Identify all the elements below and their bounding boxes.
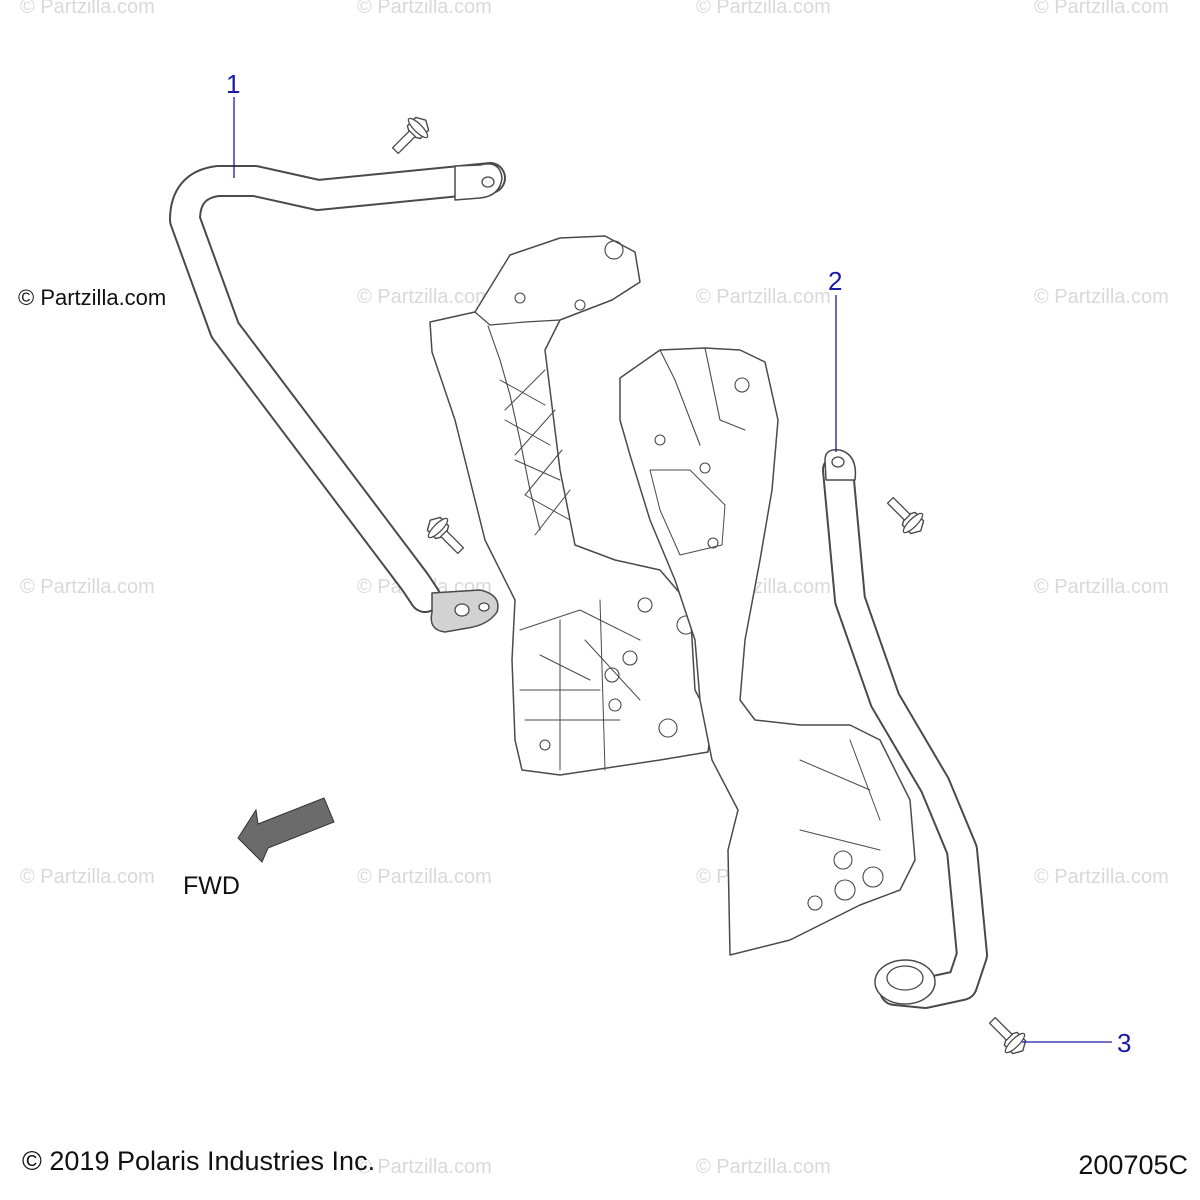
flange-bolt	[886, 496, 925, 535]
watermark: © Partzilla.com	[357, 1156, 492, 1178]
watermark: © Partzilla.com	[696, 0, 831, 18]
flange-bolt	[988, 1016, 1027, 1055]
leader-lines	[233, 97, 1112, 1043]
watermark: © Partzilla.com	[1034, 286, 1169, 308]
callout-3: 3	[1117, 1028, 1132, 1058]
callout-2: 2	[828, 266, 843, 296]
right-mounting-plate	[619, 347, 916, 956]
watermark: © Partzilla.com	[1034, 0, 1169, 18]
watermark: © Partzilla.com	[20, 0, 155, 18]
watermark: © Partzilla.com	[357, 286, 492, 308]
grab-bar-left	[169, 162, 506, 633]
flange-bolt	[391, 116, 430, 155]
watermark: © Partzilla.com	[357, 866, 492, 888]
callout-1: 1	[226, 69, 241, 99]
watermark: © Partzilla.com	[20, 866, 155, 888]
flange-bolt	[426, 516, 465, 555]
grab-bar-right	[822, 448, 988, 1009]
watermark: © Partzilla.com	[1034, 866, 1169, 888]
forward-arrow-icon	[237, 797, 335, 863]
watermark: © Partzilla.com	[696, 286, 831, 308]
direction-label: FWD	[183, 872, 240, 900]
watermark: © Partzilla.com	[20, 576, 155, 598]
diagram-id: 200705C	[1078, 1150, 1188, 1180]
watermark: © Partzilla.com	[1034, 576, 1169, 598]
watermark: © Partzilla.com	[696, 1156, 831, 1178]
brand-notice: © Partzilla.com	[18, 285, 167, 310]
copyright-notice: © 2019 Polaris Industries Inc.	[22, 1146, 376, 1176]
watermark: © Partzilla.com	[357, 0, 492, 18]
